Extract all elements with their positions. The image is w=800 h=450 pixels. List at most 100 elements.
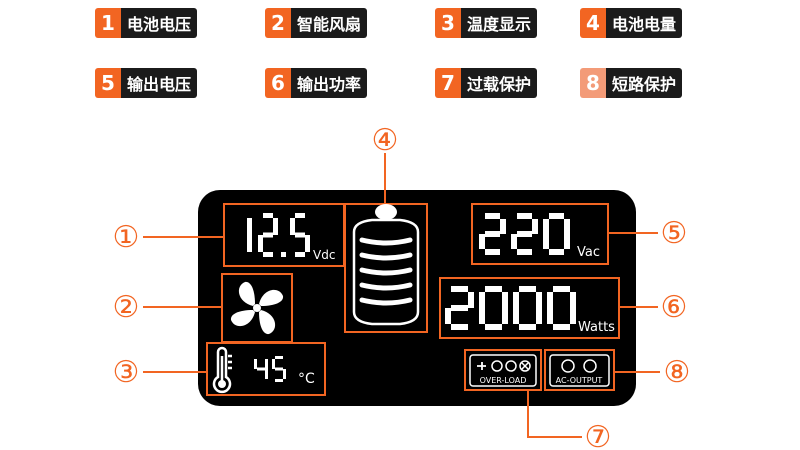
- overload-label: OVER-LOAD: [480, 376, 527, 385]
- legend-6: 6 输出功率: [265, 68, 368, 98]
- readout-output-power: [445, 286, 576, 330]
- legend-label: 电池电量: [606, 8, 683, 38]
- legend-2: 2 智能风扇: [265, 8, 368, 38]
- digit-segment-2-e: [479, 234, 485, 249]
- legend-number: 6: [265, 68, 291, 98]
- battery-bar: [359, 297, 413, 306]
- legend-number: 5: [95, 68, 121, 98]
- digit-segment-0-b: [502, 292, 508, 308]
- legend-number: 3: [435, 8, 461, 38]
- battery-bar: [359, 267, 413, 276]
- digit-segment-0-d: [549, 249, 564, 255]
- digit-segment-0-f: [547, 292, 553, 308]
- digit-segment-0-e: [543, 234, 549, 249]
- digit-segment-0-c: [570, 308, 576, 324]
- ac-output-label: AC-OUTPUT: [556, 376, 603, 385]
- legend-8: 8 短路保护: [580, 68, 683, 98]
- legend-label: 智能风扇: [291, 8, 368, 38]
- decimal-point: [281, 252, 286, 257]
- digit-segment-0-d: [485, 324, 502, 330]
- digit-segment-2-d: [485, 249, 500, 255]
- battery-bar: [359, 282, 413, 291]
- digit-segment-0-a: [485, 286, 502, 292]
- box-output-power: [439, 277, 620, 339]
- battery-bars: [359, 237, 413, 306]
- digit-segment-5-d: [275, 379, 283, 382]
- legend-7: 7 过载保护: [435, 68, 538, 98]
- overload-indicator: [469, 354, 537, 387]
- box-ac-output: [544, 349, 615, 391]
- digit-segment-4-g: [257, 367, 265, 371]
- digit-segment-0-a: [549, 213, 564, 219]
- leader-lines: [143, 153, 660, 438]
- digit-segment-0-e: [547, 308, 553, 324]
- legend-label: 过载保护: [461, 68, 538, 98]
- readout-battery-voltage: [247, 213, 310, 257]
- callout-5: ⑤: [661, 216, 688, 251]
- legend-3: 3 温度显示: [435, 8, 538, 38]
- battery-bar: [359, 237, 413, 246]
- digit-segment-0-e: [513, 308, 519, 324]
- ac-output-indicator: [549, 354, 610, 387]
- digit-segment-0-f: [543, 219, 549, 234]
- callout-6: ⑥: [661, 290, 688, 325]
- digit-segment-5-g: [295, 232, 305, 238]
- digit-segment-0-b: [536, 292, 542, 308]
- digit-segment-2-b: [532, 219, 538, 234]
- unit-vac: Vac: [577, 245, 600, 260]
- digit-segment-2-b: [468, 292, 474, 308]
- fan-icon: [230, 281, 284, 335]
- digit-segment-2-d: [451, 324, 468, 330]
- digit-segment-2-e: [445, 308, 451, 324]
- digit-segment-2-g: [263, 232, 273, 238]
- digit-segment-4-c: [265, 369, 268, 379]
- legend-label: 短路保护: [606, 68, 683, 98]
- callout-4: ④: [372, 123, 399, 158]
- digit-segment-2-e: [258, 235, 263, 252]
- digit-segment-2-a: [517, 213, 532, 219]
- digit-segment-0-e: [479, 308, 485, 324]
- battery-bar: [359, 252, 413, 261]
- digit-segment-0-d: [519, 324, 536, 330]
- box-overload: [464, 349, 542, 391]
- digit-segment-5-f: [272, 359, 275, 369]
- digit-segment-0-c: [536, 308, 542, 324]
- unit-watts: Watts: [578, 320, 615, 335]
- digit-segment-5-a: [275, 356, 283, 359]
- digit-segment-2-a: [263, 213, 273, 218]
- digit-segment-0-a: [519, 286, 536, 292]
- legend-5: 5 输出电压: [95, 68, 198, 98]
- digit-segment-0-c: [502, 308, 508, 324]
- legend-label: 输出电压: [121, 68, 198, 98]
- digit-segment-2-e: [511, 234, 517, 249]
- digit-segment-0-d: [553, 324, 570, 330]
- digit-segment-5-d: [295, 252, 305, 257]
- battery-gauge-icon: [352, 204, 420, 326]
- legend-number: 2: [265, 8, 291, 38]
- digit-segment-2-d: [263, 252, 273, 257]
- legend-4: 4 电池电量: [580, 8, 683, 38]
- digit-segment-5-a: [295, 213, 305, 218]
- leader-7: [527, 390, 582, 438]
- digit-segment-4-f: [254, 359, 257, 369]
- box-output-voltage: [471, 203, 609, 265]
- digit-segment-5-g: [275, 367, 283, 371]
- digit-segment-5-f: [290, 218, 295, 235]
- box-temperature: [206, 342, 326, 396]
- digit-segment-2-d: [517, 249, 532, 255]
- legend-label: 温度显示: [461, 8, 538, 38]
- digit-segment-2-b: [500, 219, 506, 234]
- legend-number: 7: [435, 68, 461, 98]
- digit-segment-2-a: [485, 213, 500, 219]
- digit-segment-1-c: [247, 235, 252, 252]
- digit-segment-0-a: [553, 286, 570, 292]
- legend-number: 1: [95, 8, 121, 38]
- unit-celsius: °C: [298, 371, 315, 387]
- legend-number: 8: [580, 68, 606, 98]
- digit-segment-2-g: [451, 305, 468, 311]
- digit-segment-0-b: [570, 292, 576, 308]
- callout-8: ⑧: [664, 355, 691, 390]
- callout-1: ①: [113, 220, 140, 255]
- digit-segment-0-f: [479, 292, 485, 308]
